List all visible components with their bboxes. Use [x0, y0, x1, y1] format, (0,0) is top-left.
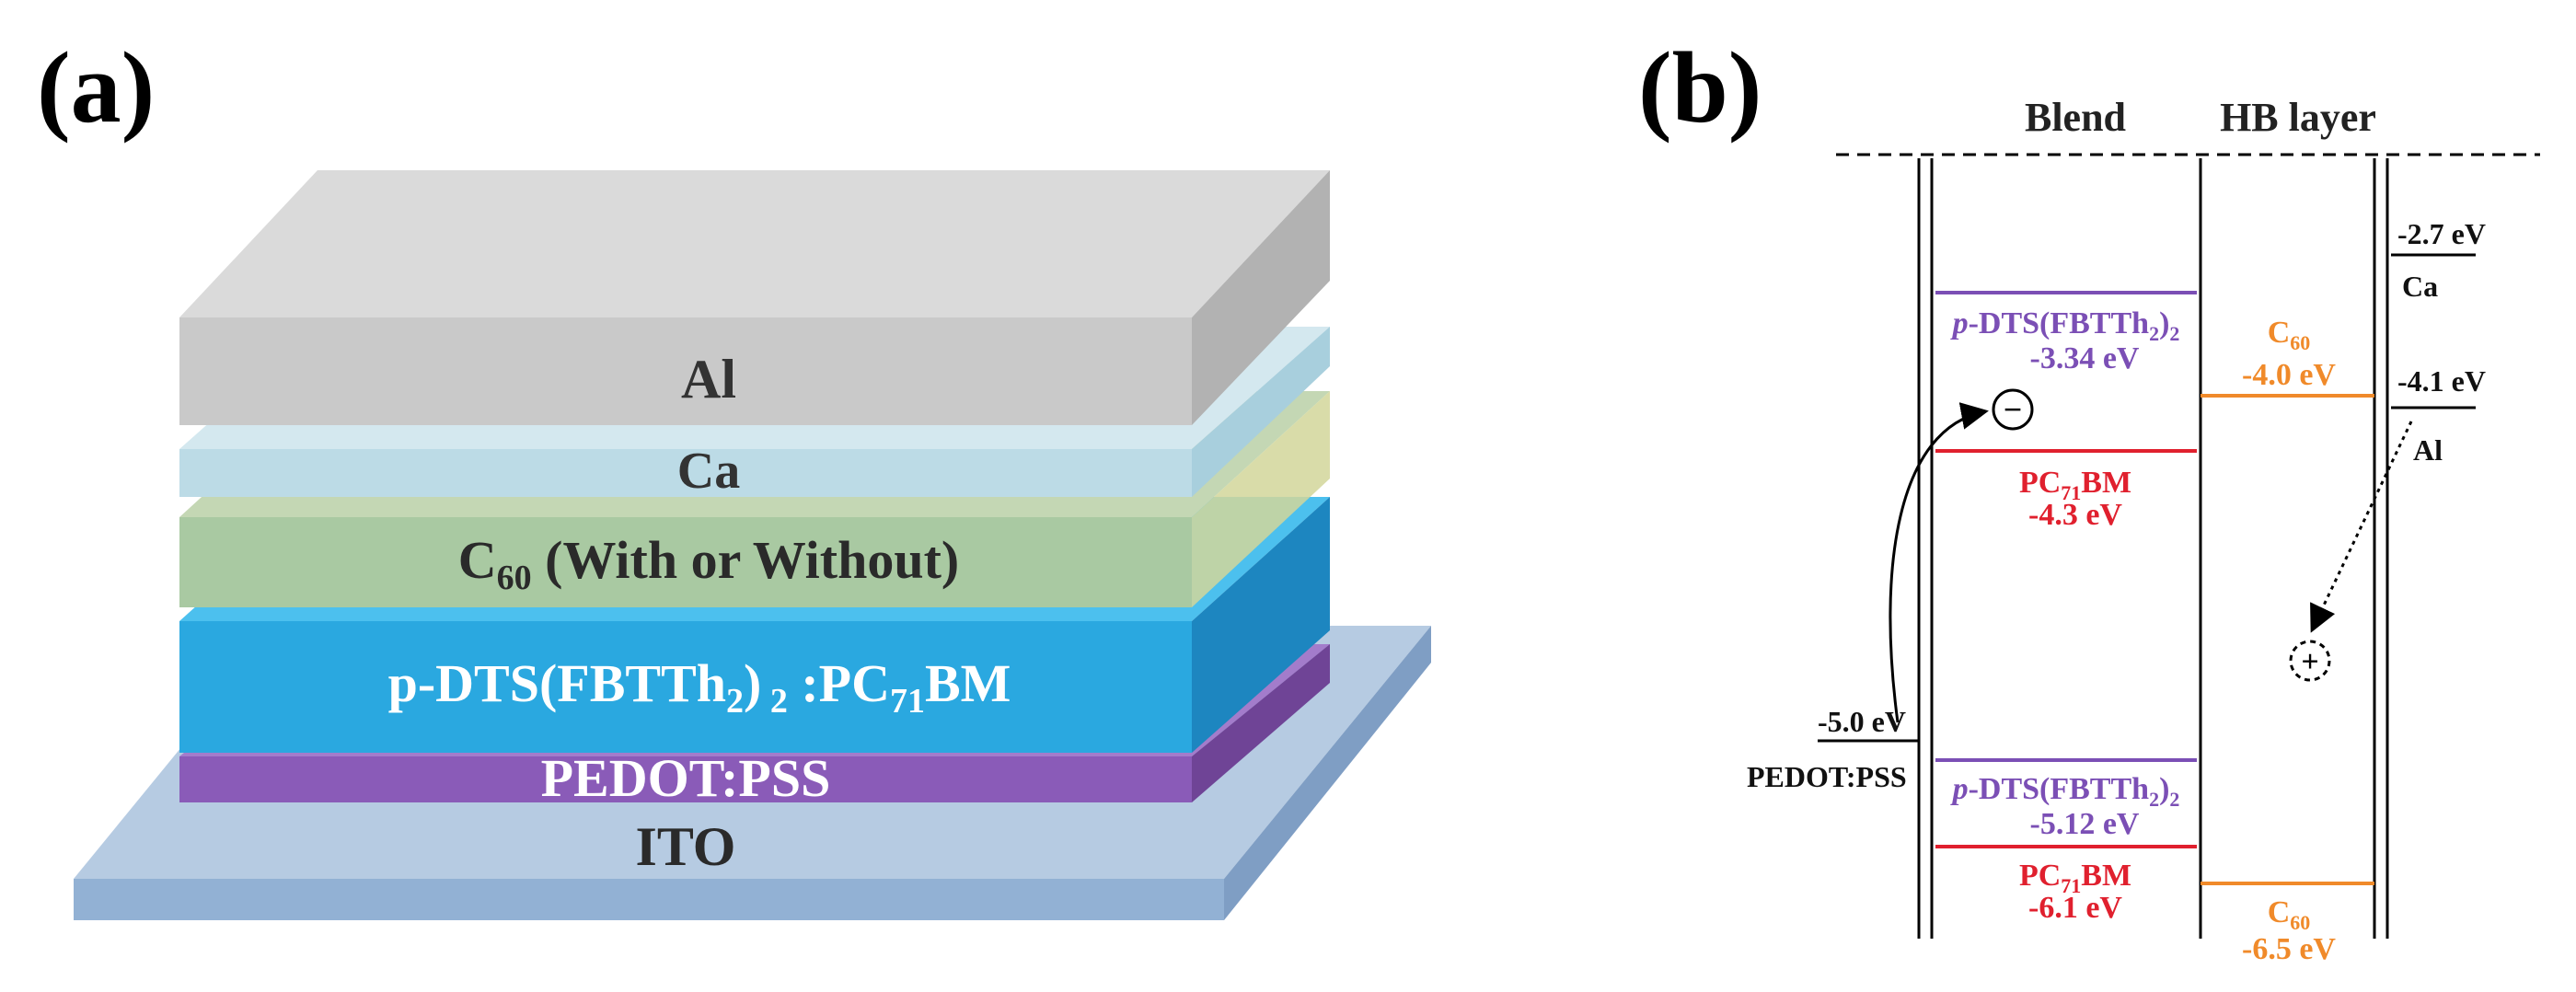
- pedot-name: PEDOT:PSS: [1747, 760, 1907, 793]
- al-side-face: [1192, 170, 1330, 425]
- ca-energy: -2.7 eV: [2397, 217, 2486, 250]
- acceptor-lumo-label: PC71BM: [2019, 466, 2131, 504]
- acceptor-homo-label: PC71BM: [2019, 859, 2131, 897]
- electron-circle: [1992, 388, 2034, 431]
- hb-header: HB layer: [2220, 95, 2376, 140]
- ca-side-face: [1192, 327, 1330, 497]
- active-label: p-DTS(FBTTh2) 2 :PC71BM: [388, 653, 1011, 721]
- pedot-side-face: [1192, 644, 1330, 802]
- ito-side-face: [1224, 626, 1431, 920]
- donor-homo-label: p-DTS(FBTTh2)2: [1950, 772, 2180, 811]
- active-front-face: [179, 621, 1192, 753]
- al-label: Al: [681, 349, 736, 409]
- electron-symbol: −: [2004, 391, 2023, 428]
- ca-name: Ca: [2402, 270, 2438, 303]
- hole-arrow: [2310, 421, 2413, 633]
- acceptor-lumo-energy: -4.3 eV: [2028, 498, 2122, 532]
- ito-label: ITO: [636, 816, 736, 877]
- al-energy: -4.1 eV: [2397, 364, 2486, 398]
- donor-lumo-label: p-DTS(FBTTh2)2: [1950, 306, 2180, 345]
- ca-label: Ca: [677, 443, 740, 500]
- panel-a: (a): [37, 31, 1431, 920]
- c60-label: C60 (With or Without): [458, 530, 960, 597]
- al-name: Al: [2413, 433, 2443, 467]
- hole-symbol: +: [2301, 645, 2318, 679]
- electron-transfer-arrow: [1889, 402, 1989, 723]
- donor-homo-energy: -5.12 eV: [2030, 807, 2140, 841]
- ito-front-face: [74, 879, 1224, 920]
- c60-homo-energy: -6.5 eV: [2242, 932, 2336, 966]
- panel-b: (b) Blend HB layer -5.0 eV PEDOT:PSS p-D…: [1638, 31, 2540, 966]
- al-top-face: [179, 170, 1330, 317]
- c60-side-face: [1192, 391, 1330, 607]
- panel-b-label: (b): [1638, 31, 1762, 144]
- pedot-label: PEDOT:PSS: [541, 748, 831, 808]
- ca-front-face: [179, 449, 1192, 497]
- hole-circle: [2289, 640, 2331, 682]
- al-layer: [179, 170, 1330, 425]
- c60-lumo-label: C60: [2268, 316, 2311, 354]
- al-front-face: [179, 317, 1192, 425]
- acceptor-homo-energy: -6.1 eV: [2028, 891, 2122, 925]
- blend-header: Blend: [2025, 95, 2126, 140]
- pedot-energy: -5.0 eV: [1818, 705, 1906, 738]
- c60-front-face: [179, 517, 1192, 607]
- donor-lumo-energy: -3.34 eV: [2030, 341, 2140, 375]
- c60-homo-label: C60: [2268, 895, 2311, 934]
- c60-lumo-energy: -4.0 eV: [2242, 358, 2336, 392]
- pedot-front-face: [179, 756, 1192, 802]
- panel-a-label: (a): [37, 31, 155, 144]
- active-side-face: [1192, 497, 1330, 753]
